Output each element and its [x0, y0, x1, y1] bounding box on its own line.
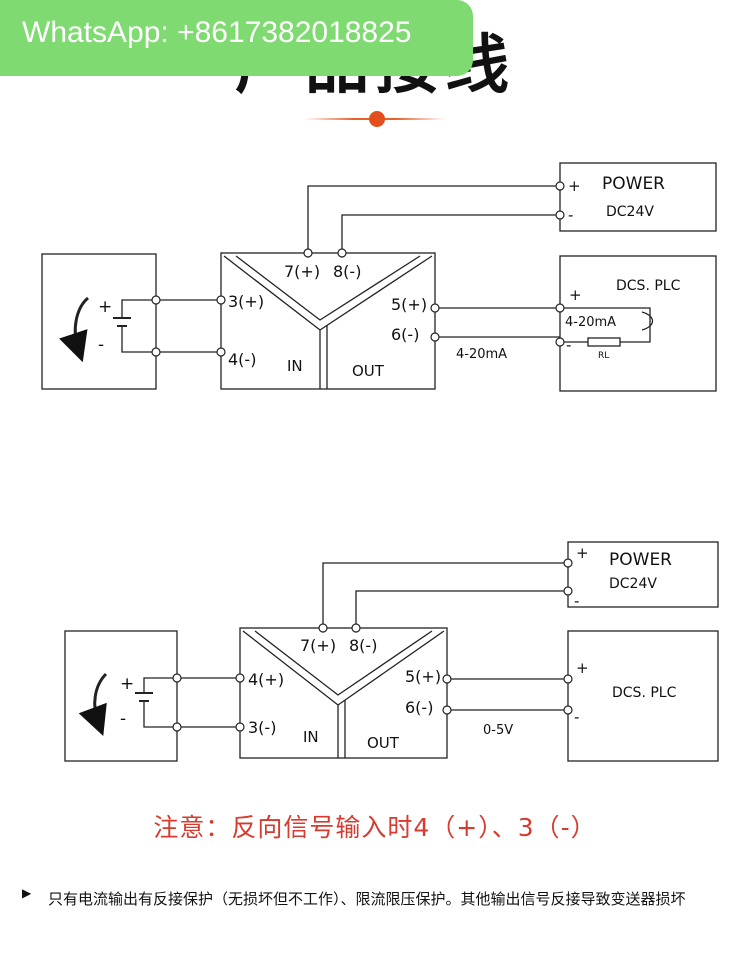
plc-title-bottom: DCS. PLC: [612, 685, 677, 701]
terminal-dot: [337, 248, 347, 258]
power-plus-label-top: +: [568, 177, 581, 195]
resistor-rl: [587, 337, 621, 347]
terminal-dot: [563, 705, 573, 715]
terminal-dot: [303, 248, 313, 258]
terminal-dot: [351, 623, 361, 633]
plc-minus-label-bottom: -: [574, 708, 579, 726]
terminal-dot: [318, 623, 328, 633]
power-title-bottom: POWER: [609, 550, 672, 570]
terminal-dot: [555, 303, 565, 313]
source-box-top: [41, 253, 157, 390]
plc-box-bottom: [567, 630, 719, 762]
current-loop-arrow-icon: [641, 311, 654, 331]
bullet-icon: ▶: [22, 886, 32, 900]
terminal-in-minus-top: 4(-): [228, 350, 256, 369]
plc-box-top: [559, 255, 717, 392]
terminal-out-minus-bottom: 6(-): [405, 698, 433, 717]
wire-power-plus-bottom: [322, 562, 568, 628]
plc-loop-top: [560, 307, 651, 330]
module-box-bottom: [239, 627, 448, 759]
power-voltage-top: DC24V: [606, 204, 654, 220]
source-plus-label-top: +: [98, 297, 112, 317]
terminal-dot: [216, 295, 226, 305]
out-label-bottom: OUT: [367, 734, 400, 752]
wire-power-minus-top: [341, 214, 560, 253]
footnote-text: 只有电流输出有反接保护（无损坏但不工作）、限流限压保护。其他输出信号反接导致变送…: [48, 890, 686, 908]
in-label-top: IN: [287, 357, 303, 375]
terminal-dot: [172, 673, 182, 683]
terminal-dots-bottom: [172, 558, 573, 732]
terminal-dot: [235, 722, 245, 732]
out-label-top: OUT: [352, 362, 385, 380]
reverse-input-note: 注意：反向信号输入时4（+）、3（-）: [153, 813, 597, 842]
plc-minus-label-top: -: [566, 336, 571, 354]
whatsapp-watermark-text: WhatsApp: +8617382018825: [22, 16, 412, 49]
terminal-out-plus-top: 5(+): [391, 295, 427, 314]
terminal-power-plus-top: 7(+): [284, 262, 320, 281]
in-label-bottom: IN: [303, 728, 319, 746]
terminal-dot: [442, 705, 452, 715]
wire-power-minus-bottom: [355, 590, 568, 628]
terminal-dot: [442, 674, 452, 684]
diagram-top: [41, 162, 717, 392]
wire-power-plus-top: [307, 185, 560, 253]
terminal-power-minus-top: 8(-): [333, 262, 361, 281]
plc-title-top: DCS. PLC: [616, 278, 681, 294]
source-wire-plus-top: [121, 299, 156, 318]
terminal-dot: [555, 210, 565, 220]
terminal-dot: [172, 722, 182, 732]
module-box-top: [220, 252, 436, 390]
signal-arrow-icon: [59, 296, 90, 363]
whatsapp-watermark: WhatsApp: +8617382018825: [0, 0, 473, 76]
terminal-dot: [430, 303, 440, 313]
terminal-dot: [563, 586, 573, 596]
source-minus-label-bottom: -: [120, 709, 126, 729]
plc-plus-label-top: +: [569, 286, 582, 304]
power-box-bottom: [567, 541, 719, 608]
loop-label: 4-20mA: [565, 315, 616, 330]
plc-loop-r: [620, 330, 651, 343]
terminal-dot: [151, 347, 161, 357]
output-signal-top: 4-20mA: [456, 347, 507, 362]
terminal-dots-top: [151, 181, 565, 357]
terminal-power-minus-bottom: 8(-): [349, 636, 377, 655]
power-plus-label-bottom: +: [576, 544, 589, 562]
power-box-top: [559, 162, 717, 232]
power-voltage-bottom: DC24V: [609, 576, 657, 592]
terminal-dot: [235, 673, 245, 683]
power-minus-label-bottom: -: [574, 592, 579, 610]
terminal-out-minus-top: 6(-): [391, 325, 419, 344]
source-box-bottom: [64, 630, 178, 762]
terminal-in-plus-bottom: 4(+): [248, 670, 284, 689]
terminal-in-plus-top: 3(+): [228, 292, 264, 311]
diagram-bottom: [64, 541, 719, 762]
terminal-dot: [151, 295, 161, 305]
source-wire-plus-bottom: [143, 677, 177, 693]
terminal-in-minus-bottom: 3(-): [248, 718, 276, 737]
terminal-dot: [563, 674, 573, 684]
terminal-dot: [216, 347, 226, 357]
source-minus-label-top: -: [98, 335, 104, 355]
power-minus-label-top: -: [568, 206, 573, 224]
terminal-dot: [563, 558, 573, 568]
signal-arrow-icon: [78, 672, 108, 737]
terminal-dot: [555, 337, 565, 347]
module-v-inner-bottom: [254, 630, 433, 696]
terminal-dot: [430, 332, 440, 342]
source-plus-label-bottom: +: [120, 674, 134, 694]
terminal-dot: [555, 181, 565, 191]
output-signal-bottom: 0-5V: [483, 723, 513, 738]
module-v-inner-top: [235, 255, 421, 321]
source-wire-minus-top: [121, 326, 156, 353]
plc-plus-label-bottom: +: [576, 659, 589, 677]
terminal-power-plus-bottom: 7(+): [300, 636, 336, 655]
resistor-label: RL: [598, 351, 609, 361]
power-title-top: POWER: [602, 174, 665, 194]
title-dot: [369, 111, 385, 127]
terminal-out-plus-bottom: 5(+): [405, 667, 441, 686]
source-wire-minus-bottom: [143, 701, 177, 728]
